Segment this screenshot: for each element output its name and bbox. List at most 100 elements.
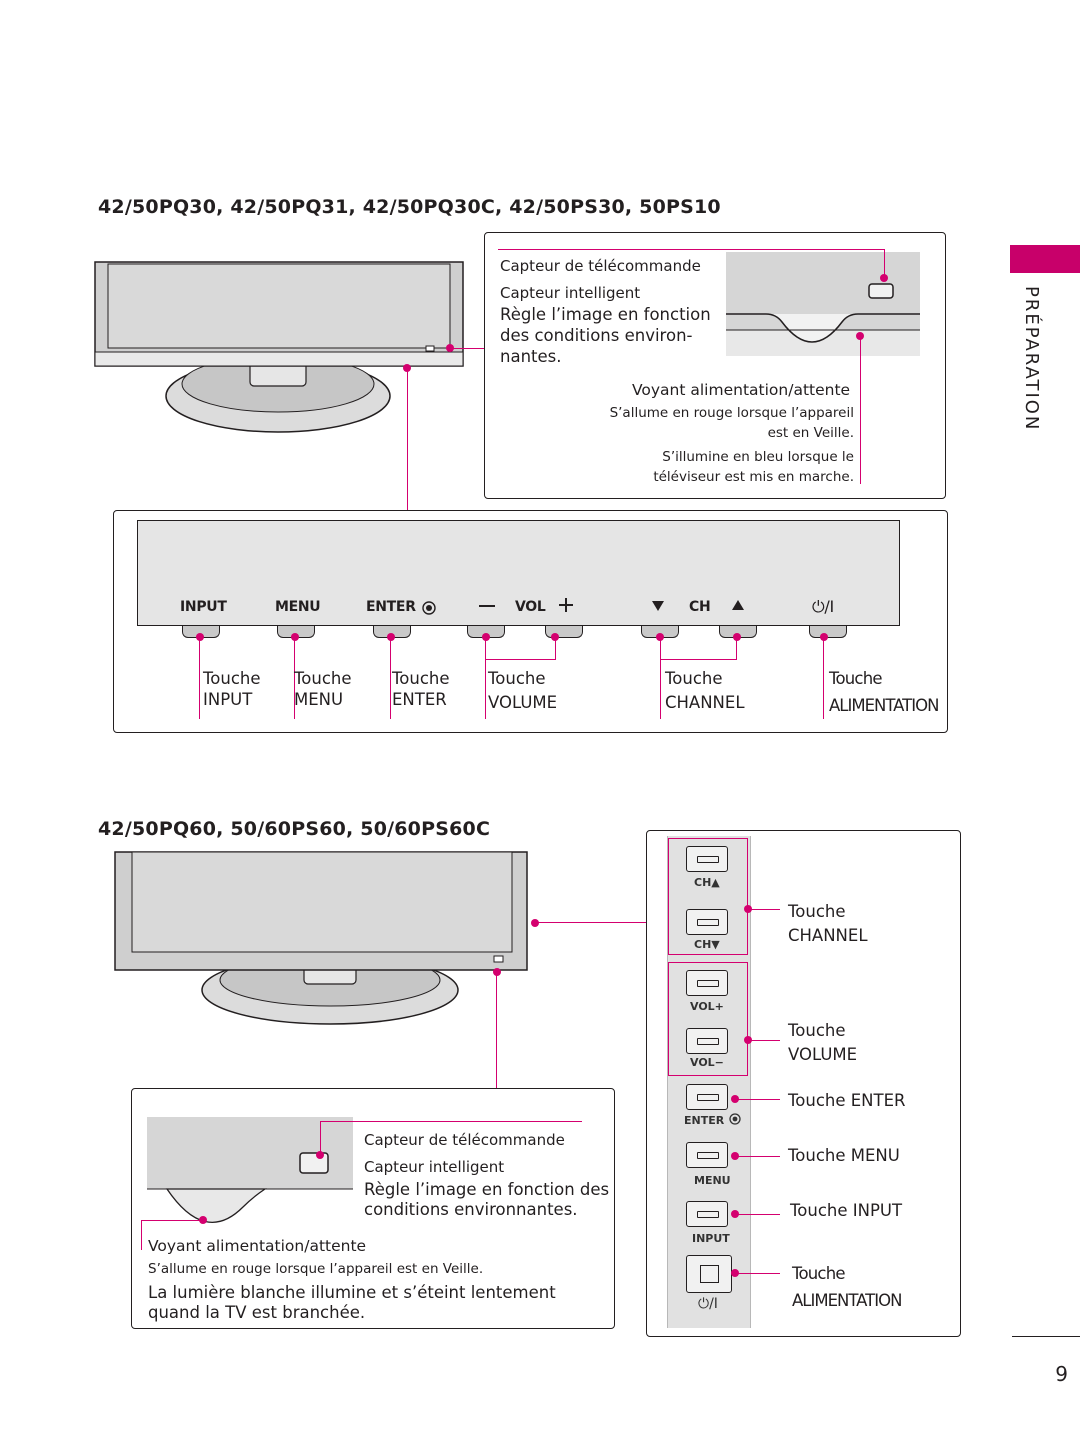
enter-circle-icon: [422, 601, 436, 615]
s2-white-desc-1: La lumière blanche illumine et s’éteint …: [148, 1283, 556, 1302]
leader-dot-enter: [387, 633, 395, 641]
page-number-rule: [1012, 1336, 1080, 1337]
sensor-closeup-1: [726, 252, 920, 356]
leader-dot-ch-up: [733, 633, 741, 641]
leader-side-menu: [735, 1156, 780, 1157]
side-desc-channel-1: Touche: [788, 902, 846, 921]
side-enter-circle-icon: [729, 1113, 741, 1125]
side-label-ch-down: CH▼: [694, 938, 720, 951]
side-button-menu[interactable]: [686, 1142, 728, 1168]
leader-ch: [660, 637, 661, 719]
leader-remote-sensor-2b: [320, 1121, 321, 1155]
side-desc-power-2: ALIMENTATION: [792, 1291, 902, 1310]
s1-red-desc-2: est en Veille.: [767, 425, 854, 441]
leader-dot-vol-down: [482, 633, 490, 641]
desc-power-line1: Touche: [829, 669, 883, 688]
section2-heading: 42/50PQ60, 50/60PS60, 50/60PS60C: [98, 818, 491, 840]
side-label-enter: ENTER: [684, 1114, 725, 1127]
vol-plus-icon: [559, 598, 573, 612]
leader-dot-tv-bottom-2: [493, 968, 501, 976]
leader-dot-remote-1: [880, 274, 888, 282]
desc-volume-line1: Touche: [488, 669, 546, 688]
panel-label-ch: CH: [689, 599, 711, 615]
leader-dot-menu: [291, 633, 299, 641]
side-label-vol-up: VOL+: [690, 1000, 724, 1013]
s2-intelligent-desc-1: Règle l’image en fonction des: [364, 1180, 610, 1199]
leader-dot-power: [820, 633, 828, 641]
side-button-power[interactable]: [686, 1255, 732, 1293]
leader-side-enter: [735, 1099, 780, 1100]
leader-tv-to-callout-2: [496, 972, 497, 1088]
s1-power-indicator-label: Voyant alimentation/attente: [632, 381, 851, 399]
side-power-symbol-icon: ⏻/I: [698, 1296, 718, 1312]
power-symbol-icon: ⏻/I: [812, 597, 834, 616]
leader-side-volume: [748, 1040, 780, 1041]
side-desc-volume-2: VOLUME: [788, 1045, 858, 1064]
s1-remote-sensor-label: Capteur de télécommande: [500, 257, 701, 275]
side-desc-input: Touche INPUT: [790, 1201, 903, 1220]
leader-dot-remote-2: [316, 1151, 324, 1159]
s2-intelligent-desc-2: conditions environnantes.: [364, 1200, 578, 1219]
leader-tv-to-panel-1: [407, 368, 408, 510]
leader-remote-sensor-2: [320, 1121, 582, 1122]
leader-tv-sensor-2: [535, 922, 647, 923]
leader-dot-power-1: [856, 332, 864, 340]
side-label-input: INPUT: [692, 1232, 730, 1245]
desc-enter-line2: ENTER: [392, 690, 447, 709]
vol-minus-icon: [479, 605, 495, 607]
s1-intelligent-desc-2: des conditions environ-: [500, 326, 693, 345]
leader-side-channel: [748, 909, 780, 910]
page-number: 9: [1055, 1362, 1068, 1386]
leader-remote-sensor-1b: [884, 249, 885, 277]
leader-ch-join: [660, 659, 737, 660]
tv-front-illustration-2: [114, 851, 528, 1025]
side-button-vol-down[interactable]: [686, 1028, 728, 1054]
leader-side-power: [735, 1273, 780, 1274]
panel-label-vol: VOL: [515, 599, 546, 615]
s2-intelligent-sensor-label: Capteur intelligent: [364, 1158, 505, 1176]
leader-menu: [294, 637, 295, 719]
side-button-enter[interactable]: [686, 1084, 728, 1110]
desc-channel-line1: Touche: [665, 669, 723, 688]
side-button-ch-up[interactable]: [686, 846, 728, 872]
leader-input: [199, 637, 200, 719]
desc-menu-line2: MENU: [294, 690, 344, 709]
s1-intelligent-sensor-label: Capteur intelligent: [500, 284, 641, 302]
ch-up-icon: [732, 600, 744, 610]
leader-power-indicator-1: [860, 336, 861, 484]
s2-power-indicator-label: Voyant alimentation/attente: [148, 1237, 367, 1255]
leader-enter: [390, 637, 391, 719]
side-label-menu: MENU: [694, 1174, 731, 1187]
s1-blue-desc-2: téléviseur est mis en marche.: [653, 469, 854, 485]
s1-red-desc-1: S’allume en rouge lorsque l’appareil: [609, 405, 854, 421]
section-tab-label: PRÉPARATION: [1021, 286, 1042, 432]
panel-label-menu: MENU: [275, 599, 321, 615]
desc-enter-line1: Touche: [392, 669, 450, 688]
side-label-vol-down: VOL−: [690, 1056, 724, 1069]
side-button-input[interactable]: [686, 1201, 728, 1227]
side-desc-power-1: Touche: [792, 1264, 846, 1283]
leader-power: [823, 637, 824, 719]
side-desc-volume-1: Touche: [788, 1021, 846, 1040]
side-desc-menu: Touche MENU: [788, 1146, 900, 1165]
hw-button-power[interactable]: [809, 626, 847, 638]
panel-label-input: INPUT: [180, 599, 227, 615]
side-button-vol-up[interactable]: [686, 970, 728, 996]
leader-power-2: [141, 1220, 203, 1221]
desc-volume-line2: VOLUME: [488, 693, 558, 712]
leader-vol-up: [555, 637, 556, 659]
side-button-ch-down[interactable]: [686, 909, 728, 935]
s1-intelligent-desc-1: Règle l’image en fonction: [500, 305, 711, 324]
panel-label-enter: ENTER: [366, 599, 416, 615]
desc-menu-line1: Touche: [294, 669, 352, 688]
desc-input-line2: INPUT: [203, 690, 253, 709]
leader-dot-tv-bottom-1: [403, 364, 411, 372]
sensor-closeup-2: [147, 1117, 353, 1223]
leader-power-2b: [141, 1220, 142, 1250]
side-label-ch-up: CH▲: [694, 876, 720, 889]
section1-heading: 42/50PQ30, 42/50PQ31, 42/50PQ30C, 42/50P…: [98, 196, 721, 218]
leader-dot-tv-sensor-2: [531, 919, 539, 927]
s1-blue-desc-1: S’illumine en bleu lorsque le: [662, 449, 854, 465]
s1-intelligent-desc-3: nantes.: [500, 347, 562, 366]
leader-ch-up: [736, 637, 737, 659]
